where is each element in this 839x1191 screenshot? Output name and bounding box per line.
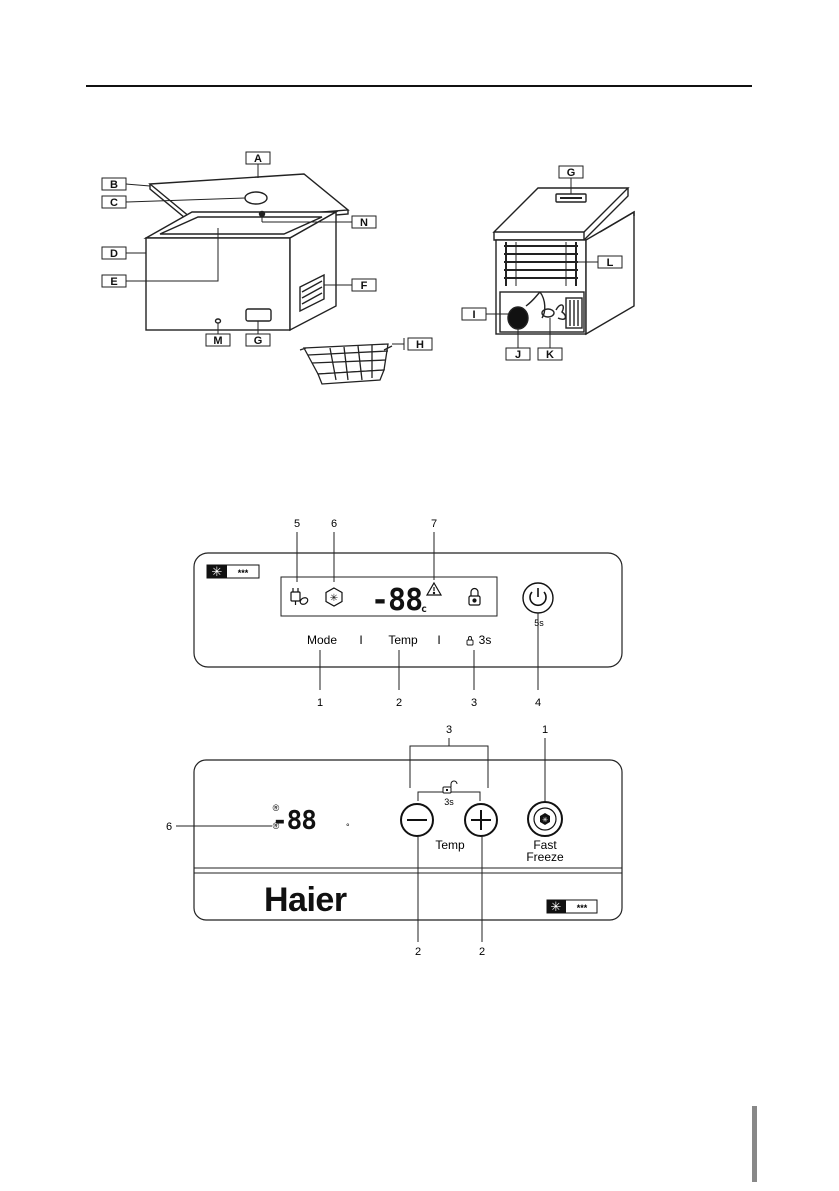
temperature-unit: c: [421, 604, 427, 615]
compressor: [507, 291, 546, 330]
callout-2: 2: [396, 697, 402, 709]
callout-6: 6: [331, 518, 337, 530]
callout-1b: 1: [542, 724, 548, 736]
temp-plus-button[interactable]: [464, 803, 498, 837]
hold-3s-label: 3s: [444, 797, 454, 807]
freezer-back-view: [492, 187, 635, 336]
callout-2-plus: 2: [479, 946, 485, 958]
label-b: B: [110, 179, 118, 191]
fast-freeze-label-2: Freeze: [526, 850, 564, 864]
callout-5: 5: [294, 518, 300, 530]
control-panel-2: 3 1 ® ® -88 ° 6 3s: [166, 724, 623, 958]
page-edge-tab: [752, 1106, 757, 1182]
star-rating-text-2: ***: [577, 903, 588, 913]
power-hold-label: 5s: [534, 618, 544, 628]
svg-text:✳: ✳: [542, 816, 548, 824]
temperature-display: -88: [371, 583, 422, 618]
star-rating-badge: ✳ ***: [206, 564, 260, 580]
basket: [299, 343, 393, 385]
label-m: M: [213, 335, 222, 347]
power-button[interactable]: [522, 582, 554, 614]
label-g-back: G: [567, 167, 576, 179]
fast-freeze-indicator-icon: ✳: [325, 587, 343, 607]
fast-freeze-label-1: Fast: [533, 838, 557, 852]
fan: [541, 297, 583, 329]
label-j: J: [515, 349, 521, 361]
callout-2-minus: 2: [415, 946, 421, 958]
control-panel: [245, 308, 272, 322]
lock-hold-label: 3s: [479, 633, 492, 647]
display-window: [280, 576, 498, 617]
lock-indicator-icon: [468, 587, 481, 606]
degree-symbol: °: [346, 822, 350, 832]
unlock-indicator-icon: [442, 780, 458, 794]
star-rating-text: ***: [238, 568, 249, 578]
label-n: N: [360, 217, 368, 229]
svg-text:✳: ✳: [212, 565, 223, 580]
label-a: A: [254, 153, 262, 165]
label-f: F: [361, 280, 368, 292]
separator-2: I: [437, 633, 440, 647]
lid-handle: [244, 191, 268, 205]
label-h: H: [416, 339, 424, 351]
callout-6b: 6: [166, 821, 172, 833]
temp-minus-button[interactable]: [400, 803, 434, 837]
eco-plug-icon: [290, 588, 309, 605]
part-labels: [101, 151, 623, 361]
label-g-front: G: [254, 335, 263, 347]
condenser-coils: [504, 242, 578, 286]
panel1-frame: [193, 552, 623, 668]
svg-text:✳: ✳: [551, 900, 562, 915]
separator-1: I: [359, 633, 362, 647]
mode-button[interactable]: Mode: [307, 633, 337, 647]
callout-3b: 3: [446, 724, 452, 736]
label-d: D: [110, 248, 118, 260]
fast-freeze-button[interactable]: ✳: [527, 801, 563, 837]
panel2-frame: [193, 759, 623, 921]
callout-4: 4: [535, 697, 541, 709]
lock-button-icon[interactable]: [466, 636, 474, 646]
star-rating-badge-2: ✳ ***: [546, 899, 598, 915]
alarm-warning-icon: [425, 581, 443, 596]
label-c: C: [110, 197, 118, 209]
status-icon-top: ®: [273, 803, 280, 813]
label-i: I: [472, 309, 475, 321]
panel2-temperature-display: -88: [272, 806, 316, 836]
control-panel-1: 5 6 7 ✳ *** ✳ -88 c: [193, 518, 623, 709]
label-e: E: [110, 276, 117, 288]
label-k: K: [546, 349, 554, 361]
callout-1: 1: [317, 697, 323, 709]
panel2-temp-label: Temp: [435, 838, 465, 852]
freezer-front-view: [143, 173, 350, 332]
status-icon-bottom: ®: [273, 821, 280, 831]
brand-logo: Haier: [264, 881, 347, 919]
temp-button[interactable]: Temp: [388, 633, 418, 647]
label-l: L: [607, 257, 614, 269]
callout-3: 3: [471, 697, 477, 709]
svg-text:✳: ✳: [330, 593, 338, 604]
callout-7: 7: [431, 518, 437, 530]
